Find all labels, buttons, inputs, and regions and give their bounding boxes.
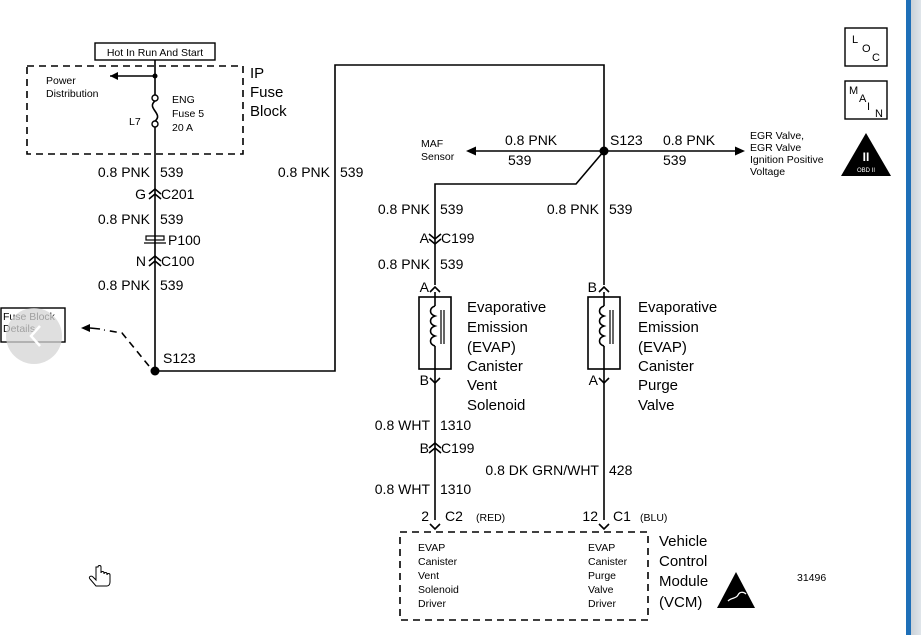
c199b-conn: C199 [441,440,475,456]
svg-text:O: O [862,43,871,55]
svg-text:II: II [863,150,870,164]
fuse-label: ENG Fuse 5 20 A [172,94,207,134]
vcm-title: Vehicle Control Module (VCM) [659,533,712,611]
riser-gauge: 0.8 PNK [278,164,331,180]
vent-gauge-1: 0.8 PNK [378,201,431,217]
egr-gauge: 0.8 PNK [663,132,716,148]
c201-pin: G [135,186,146,202]
svg-text:L: L [852,34,858,46]
egr-circuit: 539 [663,152,687,168]
purge-valve-component [587,292,621,370]
purge-circuit: 539 [609,201,633,217]
fuse-symbol [151,100,159,122]
vent-branch-wire [434,150,605,285]
egr-label: EGR Valve, EGR Valve Ignition Positive V… [750,130,826,178]
top-splice-label: S123 [610,132,643,148]
maf-circuit: 539 [508,152,532,168]
ip-fuse-block-box [26,65,244,155]
vent-circuit-2: 539 [440,256,464,272]
vent-solenoid-component [418,292,452,370]
purge-pin-bottom: A [589,372,599,388]
esd-warning-icon [717,572,755,608]
svg-text:M: M [849,85,858,97]
purge-gauge: 0.8 PNK [547,201,600,217]
figure-number: 31496 [797,572,826,584]
left-wire-circuit-2: 539 [160,211,184,227]
c199b-pin: B [420,440,429,456]
vcm-color-vent: (RED) [476,512,505,524]
main-icon[interactable]: M A I N [844,80,888,120]
riser-wire [155,64,605,372]
vent-circuit-1: 539 [440,201,464,217]
left-splice-label: S123 [163,350,196,366]
vent-gauge-2: 0.8 PNK [378,256,431,272]
vent-out-gauge-2: 0.8 WHT [375,481,431,497]
hot-in-run-label: Hot In Run And Start [107,47,203,59]
c201-conn: C201 [161,186,195,202]
purge-out-gauge: 0.8 DK GRN/WHT [485,462,599,478]
vent-out-circuit-1: 1310 [440,417,471,433]
loc-icon[interactable]: L O C [844,27,888,67]
vcm-conn-vent: C2 [445,508,463,524]
vcm-box [399,531,649,621]
vent-out-circuit-2: 1310 [440,481,471,497]
c100-pin: N [136,253,146,269]
riser-circuit: 539 [340,164,364,180]
vcm-purge-driver: EVAP Canister Purge Valve Driver [588,542,630,610]
purge-out-circuit: 428 [609,462,633,478]
purge-pin-top: B [588,279,597,295]
maf-label: MAF Sensor [421,138,455,163]
ip-fuse-block-label: IP Fuse Block [250,65,288,120]
vent-out-gauge-1: 0.8 WHT [375,417,431,433]
p100-label: P100 [168,232,201,248]
left-wire-circuit-3: 539 [160,277,184,293]
vent-pin-top: A [420,279,430,295]
vent-pin-bottom: B [420,372,429,388]
fuse-ref-label: L7 [129,116,141,128]
maf-gauge: 0.8 PNK [505,132,558,148]
left-wire-gauge-1: 0.8 PNK [98,164,151,180]
purge-valve-label: Evaporative Emission (EVAP) Canister Pur… [638,299,721,414]
hand-cursor-icon [88,565,111,587]
obd-ii-icon[interactable]: II OBD II [841,133,891,176]
power-distribution-label: Power Distribution [46,75,99,100]
c100-conn: C100 [161,253,195,269]
vcm-vent-driver: EVAP Canister Vent Solenoid Driver [418,542,462,610]
left-wire-gauge-3: 0.8 PNK [98,277,151,293]
window-edge-accent [906,0,911,635]
left-wire-circuit-1: 539 [160,164,184,180]
vent-solenoid-label: Evaporative Emission (EVAP) Canister Ven… [467,299,550,414]
svg-text:I: I [867,101,870,113]
vcm-color-purge: (BLU) [640,512,667,524]
c199-pin: A [420,230,430,246]
svg-text:N: N [875,108,883,120]
svg-text:OBD II: OBD II [857,168,875,174]
chevron-left-icon [29,325,41,347]
p100-symbol [144,235,166,244]
svg-text:A: A [859,93,867,105]
svg-text:C: C [872,52,880,64]
vcm-conn-purge: C1 [613,508,631,524]
vcm-pin-purge: 12 [582,508,598,524]
left-wire-gauge-2: 0.8 PNK [98,211,151,227]
vcm-pin-vent: 2 [421,508,429,524]
nav-back-button[interactable] [6,308,62,364]
c199-conn: C199 [441,230,475,246]
